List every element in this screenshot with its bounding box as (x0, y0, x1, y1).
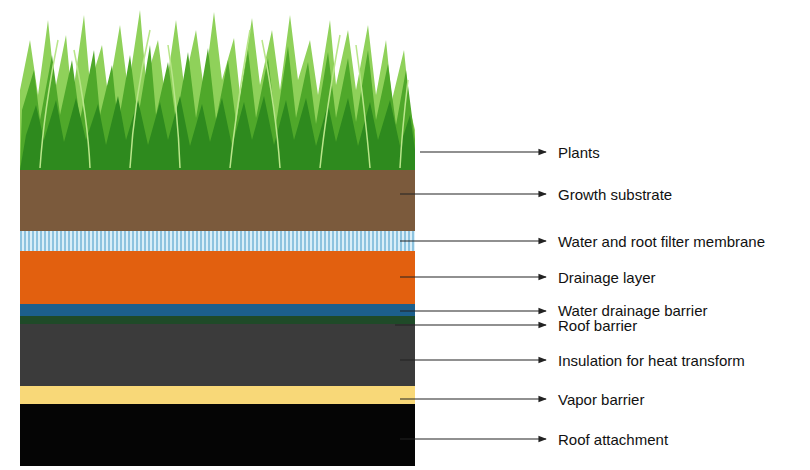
membrane-band (20, 231, 415, 251)
roof-barrier-band (20, 316, 415, 324)
vapor-barrier-band (20, 386, 415, 404)
drainage-band (20, 251, 415, 304)
leader-lines (395, 152, 546, 439)
layer-label: Roof attachment (558, 432, 668, 447)
layer-label: Water and root filter membrane (558, 234, 765, 249)
layer-label: Vapor barrier (558, 392, 644, 407)
layer-label: Growth substrate (558, 187, 672, 202)
layer-label: Roof barrier (558, 318, 637, 333)
roof-attachment-band (20, 404, 415, 466)
layer-label: Drainage layer (558, 270, 656, 285)
layer-label: Water drainage barrier (558, 303, 708, 318)
layer-label: Plants (558, 145, 600, 160)
insulation-band (20, 324, 415, 386)
layer-label: Insulation for heat transform (558, 353, 745, 368)
substrate-band (20, 170, 415, 231)
grass (20, 10, 415, 170)
drainage-barrier-band (20, 304, 415, 316)
